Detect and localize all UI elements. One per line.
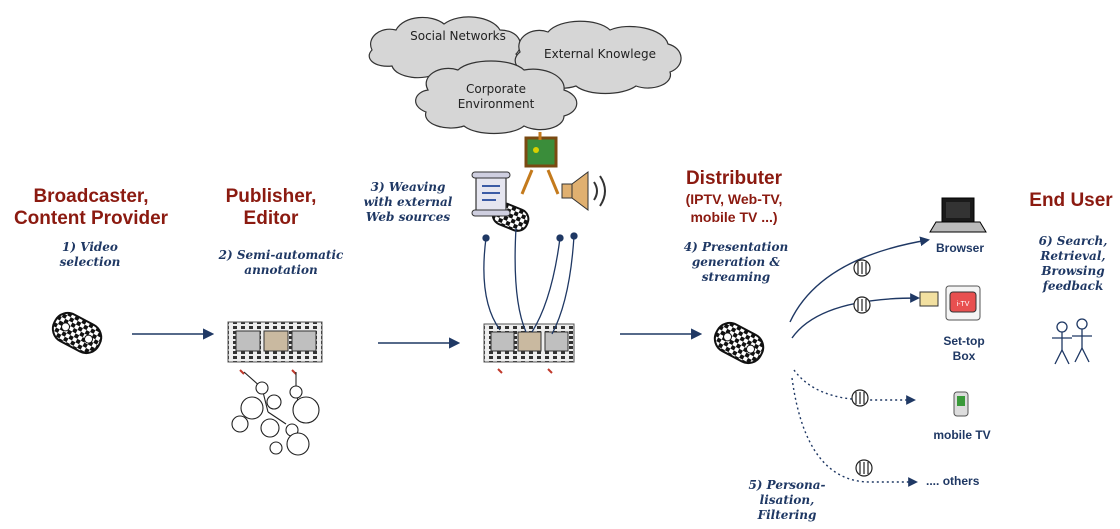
stage-publisher-title: Publisher, Editor [216,186,326,230]
step-text-line: 5) Persona- [748,478,826,492]
scroll-document-icon [471,171,511,217]
step-text-line: streaming [701,270,771,284]
stage-end-user-title: End User [1024,190,1118,212]
film-reel-icon [713,321,765,365]
step-text-line: 4) Presentation [683,240,789,254]
step-text-line: selection [59,255,121,269]
stage-subtitle-line: (IPTV, Web-TV, [685,191,783,207]
laptop-icon [929,197,987,233]
step-text-line: Retrieval, [1040,249,1106,263]
step-text-line: annotation [244,263,318,277]
people-icon [1052,318,1092,365]
stage-distributer-title: Distributer (IPTV, Web-TV, mobile TV ...… [672,168,796,226]
settop-screen-text: i-TV [957,301,970,308]
speaker-icon [561,171,606,211]
mobile-phone-icon [953,391,969,417]
stage-title-line: Publisher, [225,186,317,207]
step-2-label: 2) Semi-automatic annotation [212,248,350,278]
flow-arrows [132,328,703,349]
device-others-label: .... others [926,474,1012,489]
cloud-text-line: Corporate [466,82,526,96]
stage-title-line: Broadcaster, [33,186,149,207]
film-reel-icon [51,311,103,355]
step-text-line: with external [363,195,453,209]
filter-icon [853,259,871,277]
stage-title-line: Distributer [685,168,783,189]
step-text-line: Filtering [757,508,817,522]
filter-icon [853,296,871,314]
stage-title-line: Editor [243,208,299,229]
step-6-label: 6) Search, Retrieval, Browsing feedback [1030,234,1116,294]
annotated-filmstrip-icon [227,321,323,375]
settop-box-icon: i-TV [919,285,981,321]
step-text-line: 6) Search, [1038,234,1108,248]
stage-broadcaster-title: Broadcaster, Content Provider [4,186,178,230]
device-mobile-label: mobile TV [920,428,1004,443]
step-text-line: 2) Semi-automatic [218,248,344,262]
cloud-label-external-knowledge: External Knowlege [530,47,670,62]
device-label-line: Set-top [943,334,985,348]
device-browser-label: Browser [924,241,996,256]
others-dots: .... [926,474,940,488]
device-label-line: mobile TV [933,428,991,442]
painting-easel-icon [520,132,560,195]
device-label-line: Box [952,349,976,363]
weaving-links [482,227,578,335]
annotated-filmstrip-icon [483,323,575,374]
device-settop-label: Set-top Box [928,334,1000,364]
cloud-label-corporate-environment: Corporate Environment [438,82,554,112]
cloud-text-line: Social Networks [410,29,506,43]
step-text-line: 3) Weaving [370,180,446,194]
step-5-label: 5) Persona- lisation, Filtering [732,478,842,523]
step-text-line: 1) Video [62,240,118,254]
step-text-line: feedback [1042,279,1104,293]
cloud-text-line: External Knowlege [544,47,656,61]
step-text-line: Browsing [1041,264,1105,278]
step-text-line: Web sources [365,210,451,224]
step-4-label: 4) Presentation generation & streaming [672,240,800,285]
concept-graph-icon [231,371,320,456]
step-3-label: 3) Weaving with external Web sources [352,180,464,225]
stage-subtitle-line: mobile TV ...) [690,209,778,225]
device-label-line: others [942,474,980,488]
step-1-label: 1) Video selection [40,240,140,270]
stage-title-line: Content Provider [13,208,169,229]
step-text-line: lisation, [759,493,815,507]
filter-icon [855,459,873,477]
cloud-corporate-environment [415,60,578,135]
step-text-line: generation & [691,255,781,269]
cloud-label-social-networks: Social Networks [396,29,520,44]
distribution-branches [789,236,930,487]
filter-icon [851,389,869,407]
cloud-text-line: Environment [457,97,535,111]
device-label-line: Browser [935,241,985,255]
stage-title-line: End User [1029,190,1113,211]
